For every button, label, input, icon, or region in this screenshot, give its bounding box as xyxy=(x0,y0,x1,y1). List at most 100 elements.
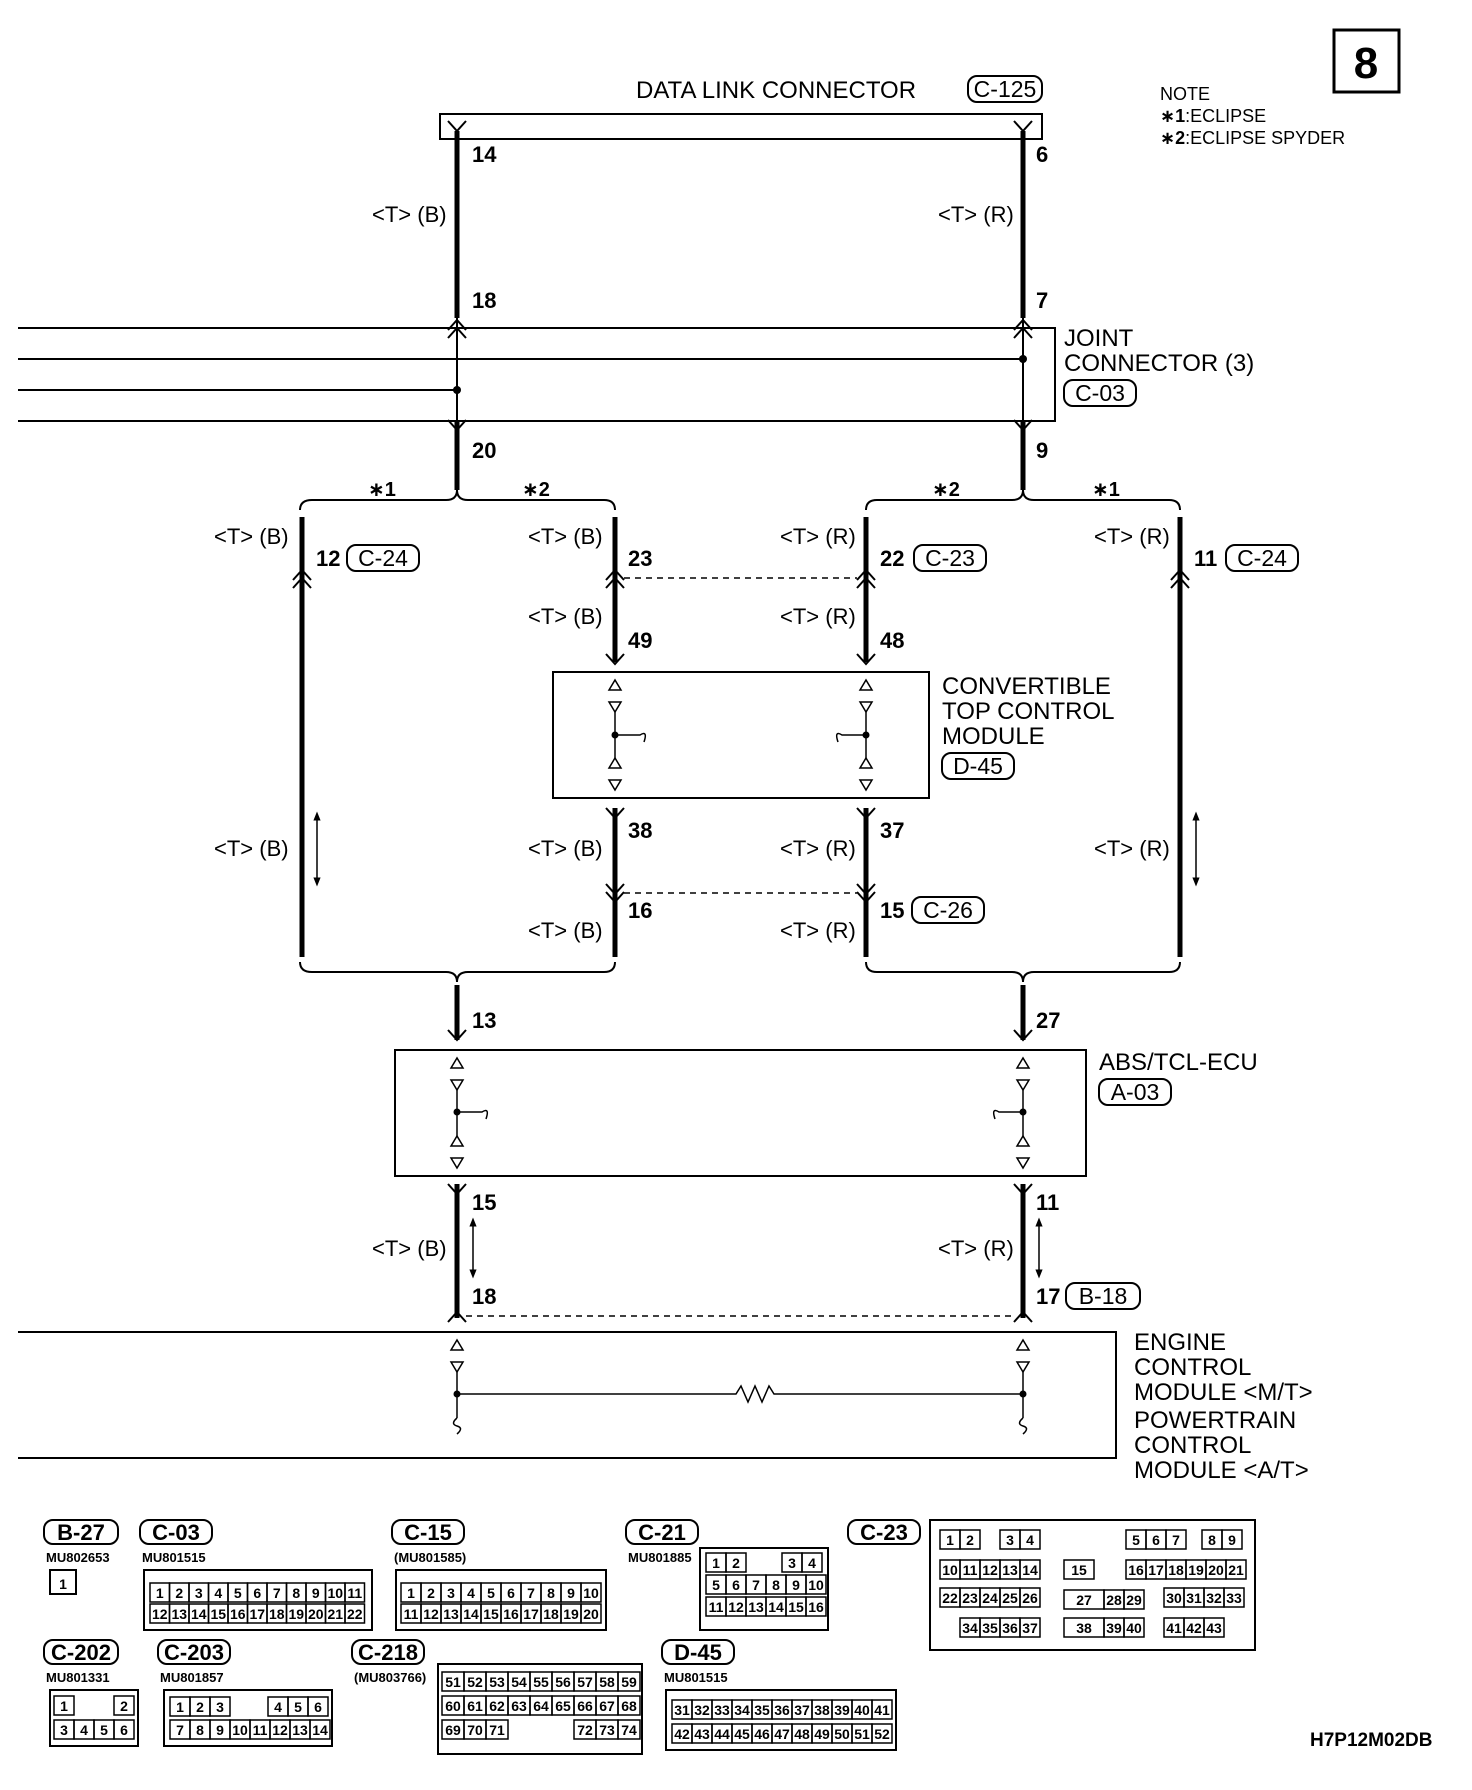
terminal-number: 5 xyxy=(487,1585,495,1601)
terminal-number: 14 xyxy=(463,1606,479,1622)
abs-label: ABS/TCL-ECU xyxy=(1099,1049,1258,1076)
terminal-number: 18 xyxy=(543,1606,559,1622)
terminal-number: 8 xyxy=(196,1722,204,1738)
joint-connector: JOINT CONNECTOR (3) C-03 xyxy=(18,318,1254,432)
terminal-cell xyxy=(725,1552,747,1573)
ecm-label-6: MODULE <A/T> xyxy=(1134,1457,1309,1484)
ecm-label-4: POWERTRAIN xyxy=(1134,1407,1296,1434)
terminal-number: 12 xyxy=(982,1562,998,1578)
pin-abs-13: 13 xyxy=(472,1008,496,1033)
terminal-number: 12 xyxy=(423,1606,439,1622)
branch-wires: <T> (B) 12 C-24 <T> (B) <T> (B) 23 <T> (… xyxy=(214,517,1299,957)
terminal-number: 53 xyxy=(489,1674,505,1690)
terminal-number: 17 xyxy=(1148,1562,1164,1578)
terminal-number: 32 xyxy=(1206,1590,1222,1606)
conn-tag-c24: C-24 xyxy=(1237,545,1287,571)
terminal-number: 5 xyxy=(234,1585,242,1601)
terminal-number: 8 xyxy=(547,1585,555,1601)
data-link-connector: DATA LINK CONNECTOR C-125 xyxy=(439,75,1043,140)
ecm-label-3: MODULE <M/T> xyxy=(1134,1379,1313,1406)
terminal-number: 15 xyxy=(1071,1562,1087,1578)
ctcm-label-3: MODULE xyxy=(942,723,1045,750)
terminal-number: 22 xyxy=(942,1590,958,1606)
terminal-number: 10 xyxy=(583,1585,599,1601)
terminal-number: 12 xyxy=(272,1722,288,1738)
pin-c23-22: 22 xyxy=(880,546,904,571)
connector-housing xyxy=(699,1547,829,1631)
terminal-number: 10 xyxy=(808,1577,824,1593)
terminal-cell xyxy=(53,1695,75,1716)
terminal-number: 66 xyxy=(577,1698,593,1714)
terminal-number: 4 xyxy=(274,1699,282,1715)
terminal-number: 6 xyxy=(1152,1532,1160,1548)
terminal-number: 3 xyxy=(788,1555,796,1571)
pin-ct-49: 49 xyxy=(628,628,652,653)
connector-id: C-15 xyxy=(404,1520,452,1545)
engine-control-module: ENGINE CONTROL MODULE <M/T> POWERTRAIN C… xyxy=(18,1329,1313,1484)
conn-tag-c23: C-23 xyxy=(925,545,975,571)
terminal-number: 20 xyxy=(1208,1562,1224,1578)
connector-part-number: (MU803766) xyxy=(354,1670,426,1685)
terminal-number: 68 xyxy=(621,1698,637,1714)
terminal-number: 18 xyxy=(1168,1562,1184,1578)
connector-part-number: MU802653 xyxy=(46,1550,110,1565)
terminal-number: 2 xyxy=(175,1585,183,1601)
convertible-top-module: CONVERTIBLE TOP CONTROL MODULE D-45 xyxy=(552,671,1114,799)
pin-b18-18: 18 xyxy=(472,1284,496,1309)
terminal-number: 21 xyxy=(327,1606,343,1622)
ctcm-label-1: CONVERTIBLE xyxy=(942,673,1111,700)
terminal-number: 2 xyxy=(966,1532,974,1548)
connector-id-box xyxy=(351,1639,425,1665)
terminal-number: 37 xyxy=(794,1702,810,1718)
connector-housing xyxy=(163,1689,333,1747)
joint-label-1: JOINT xyxy=(1064,325,1134,352)
terminal-cell xyxy=(959,1529,981,1550)
terminal-number: 7 xyxy=(752,1577,760,1593)
terminal-number: 30 xyxy=(1166,1590,1182,1606)
pin-jc-20: 20 xyxy=(472,438,496,463)
pin-c26-15: 15 xyxy=(880,898,904,923)
terminal-number: 16 xyxy=(1128,1562,1144,1578)
pin-jc-9: 9 xyxy=(1036,438,1048,463)
terminal-number: 38 xyxy=(814,1702,830,1718)
terminal-cell xyxy=(617,1671,641,1692)
terminal-number: 8 xyxy=(1208,1532,1216,1548)
connector-id-box xyxy=(625,1519,699,1545)
terminal-number: 1 xyxy=(712,1555,720,1571)
terminal-number: 16 xyxy=(808,1599,824,1615)
pin-jc-18: 18 xyxy=(472,288,496,313)
connector-housing xyxy=(49,1689,139,1747)
terminal-number: 35 xyxy=(754,1702,770,1718)
terminal-number: 11 xyxy=(253,1722,268,1738)
pin-b18-17: 17 xyxy=(1036,1284,1060,1309)
terminal-number: 11 xyxy=(404,1606,419,1622)
terminal-number: 15 xyxy=(210,1606,226,1622)
terminal-number: 1 xyxy=(946,1532,954,1548)
joint-label-2: CONNECTOR (3) xyxy=(1064,350,1254,377)
terminal-number: 72 xyxy=(577,1722,593,1738)
terminal-cell xyxy=(580,1582,602,1603)
terminal-number: 14 xyxy=(191,1606,207,1622)
terminal-number: 5 xyxy=(294,1699,302,1715)
terminal-number: 16 xyxy=(503,1606,519,1622)
terminal-number: 9 xyxy=(216,1722,224,1738)
terminal-number: 33 xyxy=(1226,1590,1242,1606)
connector-housing xyxy=(437,1663,643,1755)
wire-label: <T> (R) xyxy=(780,604,856,629)
pin-abs-15: 15 xyxy=(472,1190,496,1215)
terminal-number: 43 xyxy=(694,1726,710,1742)
terminal-number: 7 xyxy=(176,1722,184,1738)
terminal-number: 52 xyxy=(874,1726,890,1742)
terminal-number: 69 xyxy=(445,1722,461,1738)
conn-tag-b18: B-18 xyxy=(1079,1283,1128,1309)
wire-label: <T> (R) xyxy=(938,1236,1014,1261)
terminal-cell xyxy=(307,1696,329,1717)
terminal-number: 61 xyxy=(467,1698,483,1714)
pin-dlc-14: 14 xyxy=(472,142,497,167)
terminal-number: 20 xyxy=(308,1606,324,1622)
terminal-number: 49 xyxy=(814,1726,830,1742)
pin-ct-48: 48 xyxy=(880,628,904,653)
terminal-number: 47 xyxy=(774,1726,790,1742)
terminal-number: 65 xyxy=(555,1698,571,1714)
terminal-cell xyxy=(617,1695,641,1716)
